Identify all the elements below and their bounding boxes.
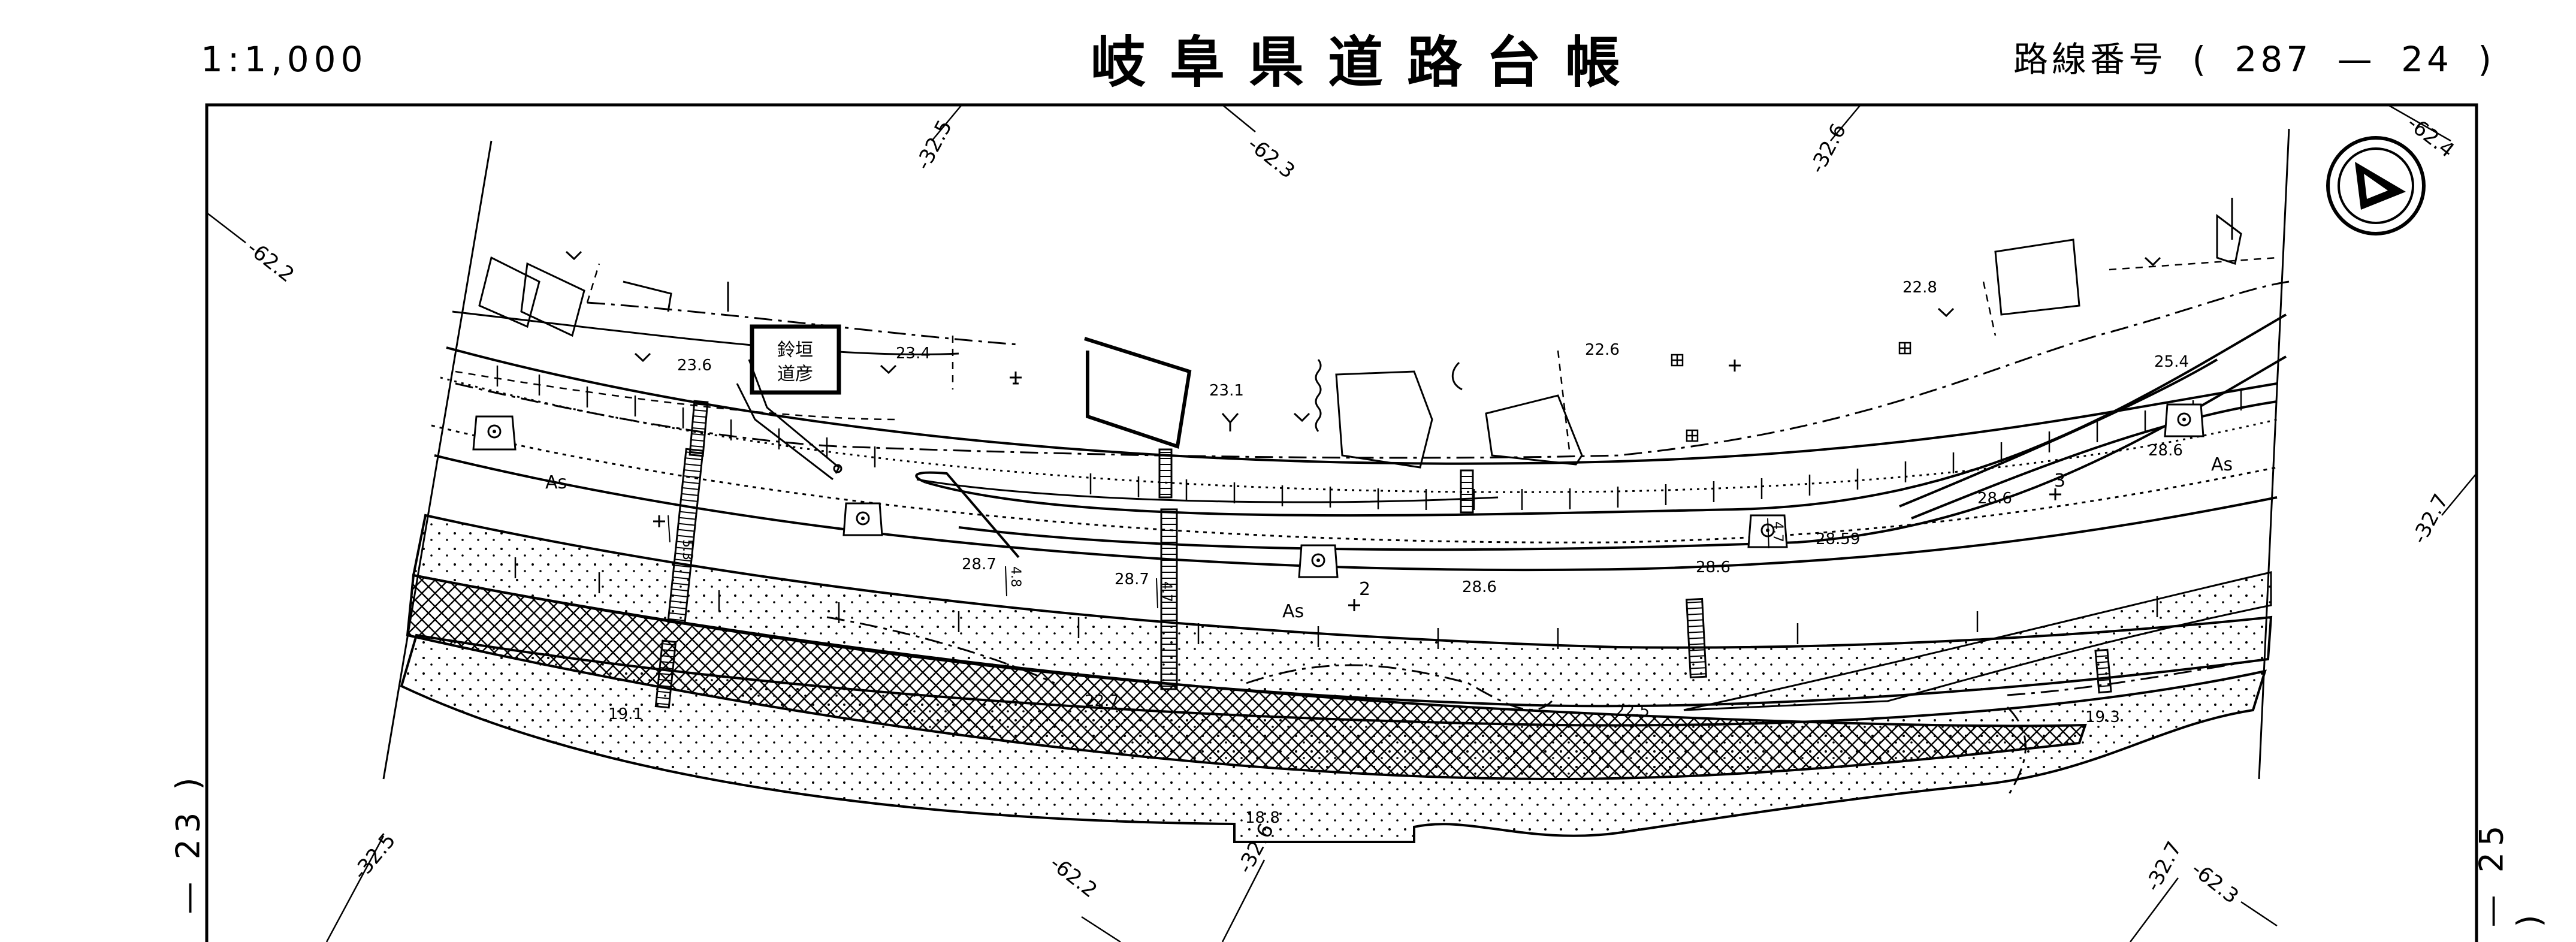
frontage-road [915, 313, 2287, 558]
map-scale: 1:1,000 [201, 39, 368, 80]
route-close-paren: ) [2478, 39, 2496, 80]
access-path [748, 359, 840, 474]
spot-height: 19.1 [608, 705, 643, 723]
spot-height: 22.6 [1585, 341, 1620, 359]
km-post-marker [653, 488, 2061, 611]
spot-height: 23.6 [677, 357, 712, 375]
km-post-label: 2 [1359, 579, 1370, 600]
field-icon [565, 250, 2161, 431]
surface-label: As [1282, 601, 1304, 622]
km-post-label: 3 [2054, 470, 2065, 491]
landmark-label-line2: 道彦 [777, 364, 813, 385]
parcel-boundary [455, 256, 2278, 456]
survey-point [833, 464, 842, 473]
spot-height: 28.6 [1696, 558, 1731, 576]
spot-height: 22.5 [1615, 702, 1650, 720]
spot-height: 28.7 [962, 555, 996, 573]
landmark-label-line1: 鈴垣 [777, 340, 813, 361]
width-label: 4.7 [1159, 581, 1174, 602]
width-dimensions: 5.3 4.8 4.7 4.7 [680, 521, 1785, 602]
grid-label: -32.6 [1805, 120, 1852, 177]
embankment-area [1683, 571, 2272, 711]
spot-height: 28.7 [1115, 570, 1149, 588]
page-title: 岐阜県道路台帳 [1091, 30, 1645, 95]
culvert [654, 400, 2112, 709]
route-number-label: 路線番号 [2013, 39, 2167, 80]
route-dash: — [2337, 39, 2376, 80]
main-road [431, 310, 2278, 572]
width-label: 4.7 [1770, 521, 1785, 542]
width-label: 5.3 [680, 539, 694, 560]
landmark-box: 鈴垣 道彦 [750, 324, 841, 395]
spot-height: 23.4 [896, 345, 931, 363]
buildings [478, 198, 2242, 469]
spot-height: 23.1 [1209, 382, 1244, 400]
width-label: 4.8 [1008, 566, 1023, 587]
strip-edge-right [2258, 128, 2290, 780]
road-labels: As As As 2 3 [545, 454, 2233, 622]
dimension-arrow [668, 515, 1769, 609]
strip-edge-left [382, 140, 493, 780]
route-open-paren: ( [2192, 39, 2210, 80]
grid-label: -62.3 [2187, 858, 2243, 909]
route-section-value: 24 [2401, 39, 2453, 80]
spot-height: 22.7 [1085, 692, 1119, 710]
spot-height: 22.8 [1902, 279, 1937, 297]
route-number: 路線番号 ( 287 — 24 ) [2013, 42, 2495, 77]
grid-ticks [206, 104, 2477, 942]
route-number-value: 287 [2234, 39, 2312, 80]
grid-label: -62.3 [1243, 132, 1299, 184]
north-arrow-icon [2326, 136, 2426, 236]
grid-label: -32.5 [348, 829, 400, 884]
spot-height: 28.6 [2148, 442, 2183, 460]
grid-label: -62.2 [242, 236, 298, 288]
road-edge-ticks [496, 366, 2242, 649]
spot-height: 18.8 [1245, 809, 1280, 827]
spot-height: 28.6 [1462, 578, 1497, 596]
map-frame [205, 103, 2478, 942]
access-path [736, 383, 833, 481]
spot-height: 28.59 [1816, 530, 1860, 548]
benchmark-icon [1671, 342, 1911, 442]
surface-label: As [2211, 454, 2233, 475]
grid-label: -32.7 [2141, 838, 2187, 895]
spot-height: 28.6 [1977, 490, 2012, 508]
grid-label: -62.2 [1045, 852, 1101, 903]
surface-label: As [545, 472, 567, 493]
spot-heights: 23.6 23.4 23.1 22.6 22.8 25.4 28.6 28.6 … [608, 279, 2189, 827]
embankment-area [412, 514, 2273, 708]
hedge [1315, 359, 1322, 432]
spot-height: 25.4 [2154, 353, 2189, 371]
property-boundary [455, 280, 2290, 798]
grid-label: -32.7 [2408, 490, 2454, 548]
manhole-icon [472, 403, 2204, 578]
grid-label: -32.5 [911, 116, 958, 174]
spot-height: 19.3 [2085, 708, 2120, 726]
